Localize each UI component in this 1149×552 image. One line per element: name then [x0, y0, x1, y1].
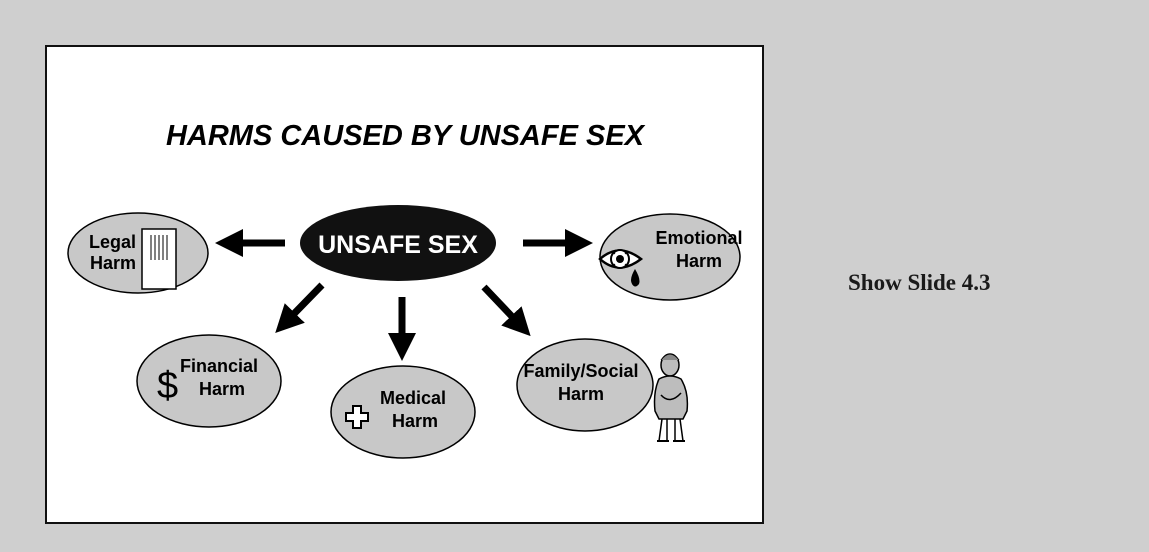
family-social-harm-label-line2: Harm: [558, 384, 604, 404]
medical-harm-label-line1: Medical: [380, 388, 446, 408]
emotional-harm-label-line1: Emotional: [655, 228, 742, 248]
medical-harm-label-line2: Harm: [392, 411, 438, 431]
financial-harm-label-line1: Financial: [180, 356, 258, 376]
medical-cross-icon: [345, 405, 369, 429]
center-node: UNSAFE SEX: [300, 205, 496, 281]
slide-title: HARMS CAUSED BY UNSAFE SEX: [166, 120, 646, 152]
slide: HARMS CAUSED BY UNSAFE SEX UNSAFE SEX Le…: [45, 45, 764, 524]
jail-door-icon: [141, 228, 177, 290]
legal-harm-label-line1: Legal: [89, 232, 136, 252]
sad-person-icon: [653, 353, 689, 442]
center-node-label: UNSAFE SEX: [318, 231, 478, 259]
family-social-harm-node: Family/Social Harm: [516, 338, 689, 442]
family-social-harm-label-line1: Family/Social: [523, 361, 638, 381]
arrow-to-family: [481, 284, 531, 337]
crying-eye-icon: [598, 249, 644, 287]
emotional-harm-node: Emotional Harm: [598, 213, 743, 301]
legal-harm-node: Legal Harm: [67, 212, 209, 294]
diagram: HARMS CAUSED BY UNSAFE SEX UNSAFE SEX Le…: [67, 120, 743, 459]
side-caption: Show Slide 4.3: [848, 270, 991, 295]
emotional-harm-label-line2: Harm: [676, 251, 722, 271]
medical-harm-node: Medical Harm: [330, 365, 476, 459]
financial-harm-node: $ Financial Harm: [136, 334, 282, 428]
dollar-sign-icon: $: [157, 365, 178, 407]
legal-harm-label-line2: Harm: [90, 253, 136, 273]
arrow-to-financial: [275, 282, 325, 334]
financial-harm-label-line2: Harm: [199, 379, 245, 399]
